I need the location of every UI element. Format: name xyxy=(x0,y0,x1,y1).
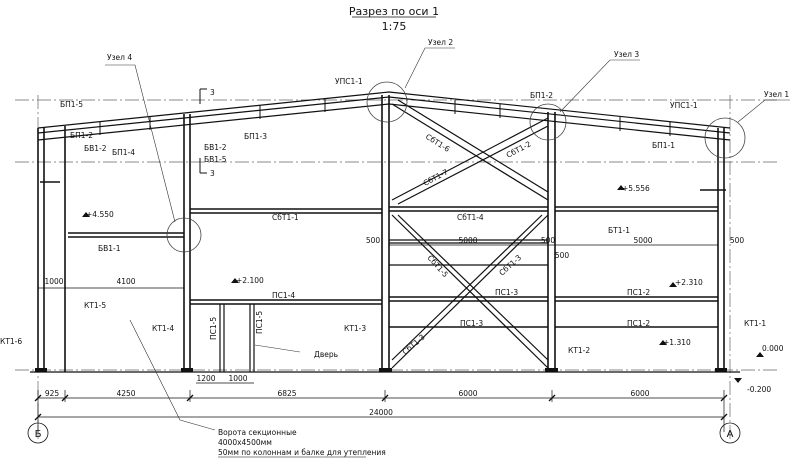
dim-5000-b: 5000 xyxy=(633,236,652,245)
door-label: Дверь xyxy=(314,350,338,359)
axis-markers xyxy=(27,422,741,444)
column-kt6: КТ1-6 xyxy=(0,337,22,346)
base-plates xyxy=(35,368,727,372)
dim-6000-b: 6000 xyxy=(630,389,649,398)
elevation-0000: 0.000 xyxy=(762,344,784,353)
section-marks xyxy=(199,88,207,174)
column-kt5: КТ1-5 xyxy=(84,301,106,310)
note-line-1: Ворота секционные xyxy=(218,428,297,437)
member-upc-right: УПС1-1 xyxy=(670,101,698,110)
member-sbt2: СбТ1-2 xyxy=(505,139,533,160)
elevation-2100: +2.100 xyxy=(236,276,264,285)
dim-500-c: 500 xyxy=(730,236,745,245)
node-label-3: Узел 3 xyxy=(614,50,639,59)
elevation-minus-0200: -0.200 xyxy=(747,385,771,394)
columns xyxy=(37,95,725,372)
column-kt1: КТ1-1 xyxy=(744,319,766,328)
dim-1000: 1000 xyxy=(228,374,247,383)
member-bp3: БП1-3 xyxy=(244,132,267,141)
member-sbt1: СбТ1-1 xyxy=(272,213,299,222)
column-kt2: КТ1-2 xyxy=(568,346,590,355)
elevation-1310: +1.310 xyxy=(663,338,691,347)
member-pc2b: ПС1-2 xyxy=(627,319,650,328)
elevation-4550: +4.550 xyxy=(86,210,114,219)
elevation-2310: +2.310 xyxy=(675,278,703,287)
roof-truss xyxy=(37,91,731,141)
dim-24000: 24000 xyxy=(369,408,393,417)
note-line-3: 50мм по колоннам и балке для утепления xyxy=(218,448,386,457)
roof-posts xyxy=(99,98,671,136)
member-bv2-left: БВ1-2 xyxy=(84,144,107,153)
member-sbt4: СбТ1-4 xyxy=(457,213,484,222)
dim-5000-a: 5000 xyxy=(458,236,477,245)
beams xyxy=(40,181,726,328)
dimension-ticks xyxy=(34,394,728,421)
dim-500-d: 500 xyxy=(555,251,570,260)
node-label-4: Узел 4 xyxy=(107,53,132,62)
dim-500-a: 500 xyxy=(366,236,381,245)
dim-4250: 4250 xyxy=(116,389,135,398)
member-upc-left: УПС1-1 xyxy=(335,77,363,86)
axis-left-label: Б xyxy=(35,429,42,440)
axis-right-label: А xyxy=(727,429,734,440)
dim-925: 925 xyxy=(45,389,60,398)
node-circles xyxy=(166,81,746,253)
dim-500-b: 500 xyxy=(541,236,556,245)
member-bv5-mid: БВ1-5 xyxy=(204,155,227,164)
drawing-title: Разрез по оси 1 xyxy=(349,5,439,18)
member-pc5b: ПС1-5 xyxy=(255,311,264,334)
member-bv2-mid: БВ1-2 xyxy=(204,143,227,152)
member-pc3a: ПС1-3 xyxy=(495,288,518,297)
member-pc2a: ПС1-2 xyxy=(627,288,650,297)
dim-1200: 1200 xyxy=(196,374,215,383)
door-frame xyxy=(219,304,255,372)
node-label-2: Узел 2 xyxy=(428,38,453,47)
dim-1000-vertical: 1000 xyxy=(44,277,63,286)
dim-6825: 6825 xyxy=(277,389,296,398)
column-kt4: КТ1-4 xyxy=(152,324,174,333)
member-bp1-right: БП1-1 xyxy=(652,141,675,150)
member-sbt5: СбТ1-5 xyxy=(426,253,451,279)
member-sbt6: СбТ1-6 xyxy=(424,132,452,154)
note-line-2: 4000х4500мм xyxy=(218,438,272,447)
member-bv1: БВ1-1 xyxy=(98,244,121,253)
node-label-1: Узел 1 xyxy=(764,90,789,99)
member-bp2-left: БП1-2 xyxy=(70,131,93,140)
column-kt3: КТ1-3 xyxy=(344,324,366,333)
member-bt1: БТ1-1 xyxy=(608,226,630,235)
member-bp2-right: БП1-2 xyxy=(530,91,553,100)
bracing xyxy=(389,99,549,369)
member-pc5a: ПС1-5 xyxy=(209,317,218,340)
drawing-scale: 1:75 xyxy=(382,20,407,33)
member-bp5: БП1-5 xyxy=(60,100,83,109)
section-mark-top: 3 xyxy=(210,88,215,97)
dimension-lines xyxy=(37,244,725,432)
dim-6000-a: 6000 xyxy=(458,389,477,398)
member-bp4-left: БП1-4 xyxy=(112,148,135,157)
member-pc3b: ПС1-3 xyxy=(460,319,483,328)
dim-4100: 4100 xyxy=(116,277,135,286)
leader-lines xyxy=(105,47,790,431)
section-mark-bottom: 3 xyxy=(210,169,215,178)
elevation-markers xyxy=(82,185,764,383)
member-pc4: ПС1-4 xyxy=(272,291,295,300)
elevation-5556: +5.556 xyxy=(622,184,650,193)
member-sbt3b: СбТ1-3 xyxy=(401,332,427,356)
